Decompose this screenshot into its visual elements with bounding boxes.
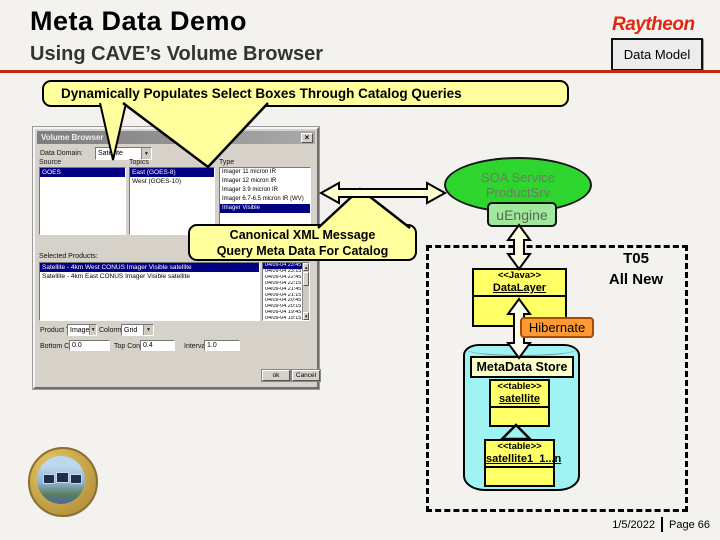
cancel-button[interactable]: Cancel	[292, 370, 320, 381]
list-item[interactable]: 04/09-04 22:45 PST	[265, 274, 302, 280]
data-model-tag: Data Model	[611, 38, 703, 71]
t05-line2: All New	[608, 271, 664, 288]
list-item[interactable]: 04/09-04 20:15 PST	[265, 304, 302, 310]
list-item[interactable]: Satellite - 4km West CONUS Imager Visibl…	[40, 263, 259, 272]
list-item[interactable]: Imager 11 micron IR	[222, 169, 276, 175]
list-item[interactable]: 04/09-04 20:45 PST	[265, 298, 302, 304]
table-stereotype: <<table>>	[497, 381, 542, 392]
satellite-table-box: <<table>> satellite	[489, 379, 550, 427]
header-divider	[0, 70, 720, 73]
selected-products-list[interactable]: Satellite - 4km West CONUS Imager Visibl…	[39, 262, 260, 321]
source-column-label: Source	[39, 159, 62, 166]
product-type-select[interactable]: Image ▼	[67, 324, 97, 336]
double-arrow-horizontal	[318, 181, 448, 205]
type-list[interactable]: Imager 11 micron IR Imager 12 micron IR …	[219, 167, 311, 227]
list-item[interactable]: Imager 6.7-6.5 micron IR (WV)	[222, 196, 304, 202]
interval-label: Interval:	[184, 343, 209, 350]
metadata-store-box: MetaData Store	[470, 356, 574, 378]
list-item[interactable]: Satellite - 4km East CONUS Imager Visibl…	[42, 273, 190, 280]
page-title: Meta Data Demo	[30, 6, 248, 36]
bottom-contour-label: Bottom Contour:	[40, 343, 91, 350]
colormap-select[interactable]: Grid ▼	[121, 324, 154, 336]
list-item[interactable]: 04/09-04 22:15 PST	[265, 280, 302, 286]
chevron-down-icon[interactable]: ▼	[141, 148, 151, 159]
product-type-label: Product Type:	[40, 327, 84, 334]
list-item[interactable]: Imager 12 micron IR	[222, 178, 277, 184]
data-domain-label: Data Domain:	[40, 150, 83, 157]
source-list[interactable]: GOES	[39, 167, 126, 235]
scrollbar[interactable]: ▲ ▼	[302, 263, 309, 320]
table-stereotype: <<table>>	[497, 441, 542, 452]
close-icon[interactable]: ×	[301, 132, 313, 143]
slide-footer: 1/5/2022 Page 66	[560, 517, 710, 532]
scrollbar-thumb[interactable]	[303, 272, 309, 286]
list-item[interactable]: 04/09-04 23:45 PST	[263, 263, 302, 269]
program-seal	[28, 447, 98, 517]
class-compartment	[491, 406, 548, 421]
top-contour-label: Top Contour:	[114, 343, 155, 350]
colormap-value: Grid	[124, 326, 138, 334]
satellite1-table-box: <<table>> satellite1_1...n	[484, 439, 562, 487]
list-item[interactable]: 04/09-04 19:45 PST	[265, 310, 302, 316]
list-item[interactable]: 04/09-04 21:45 PST	[265, 286, 302, 292]
footer-date: 1/5/2022	[612, 518, 656, 531]
uengine-node: uEngine	[487, 202, 557, 227]
raytheon-logo: Raytheon	[612, 14, 695, 35]
canonical-line2: Query Meta Data For Catalog	[216, 243, 389, 258]
topics-column-label: Topics	[129, 159, 149, 166]
list-item[interactable]: 04/09-04 23:15 PST	[265, 268, 302, 274]
topics-list[interactable]: East (GOES-8) West (GOES-10)	[129, 167, 215, 235]
datalayer-name: DataLayer	[492, 282, 547, 294]
interval-field[interactable]	[204, 340, 240, 351]
java-stereotype: <<Java>>	[497, 270, 542, 281]
satellite1-table-name: satellite1_1...n	[486, 453, 562, 465]
soa-service-label: SOA Service	[481, 170, 555, 185]
scroll-down-icon[interactable]: ▼	[303, 312, 309, 320]
list-item[interactable]: 04/09-04 21:15 PST	[265, 292, 302, 298]
footer-divider	[661, 517, 664, 532]
selected-products-label: Selected Products:	[39, 253, 98, 260]
t05-line1: T05	[623, 250, 649, 267]
class-compartment	[474, 295, 565, 324]
footer-page-number: Page 66	[669, 518, 710, 531]
populate-callout: Dynamically Populates Select Boxes Throu…	[42, 80, 569, 107]
list-item[interactable]: 04/09-04 19:15 PST	[265, 316, 302, 321]
t05-label: T05 All New	[592, 248, 680, 290]
times-list[interactable]: 04/09-04 23:45 PST 04/09-04 23:15 PST 04…	[262, 262, 310, 321]
product-srv-label: ProductSrv	[485, 185, 551, 200]
top-contour-field[interactable]	[140, 340, 175, 351]
canonical-line1: Canonical XML Message	[229, 227, 376, 242]
bottom-contour-field[interactable]	[69, 340, 110, 351]
chevron-down-icon[interactable]: ▼	[89, 325, 96, 335]
list-item[interactable]: East (GOES-8)	[130, 168, 214, 177]
type-column-label: Type	[219, 159, 235, 166]
satellite-table-name: satellite	[499, 393, 540, 405]
cylinder-top-arc	[465, 342, 578, 356]
canonical-xml-callout: Canonical XML Message Query Meta Data Fo…	[188, 224, 417, 261]
data-domain-value: Satellite	[98, 150, 123, 157]
callout-tail	[317, 187, 411, 229]
t05-boundary-box	[426, 245, 688, 512]
window-titlebar[interactable]: Volume Browser ×	[37, 131, 315, 144]
list-item[interactable]: GOES	[40, 168, 125, 177]
list-item[interactable]: Imager Visible	[220, 204, 310, 213]
scroll-up-icon[interactable]: ▲	[303, 263, 309, 271]
product-type-value: Image	[70, 326, 90, 334]
soa-service-node: SOA Service ProductSrv	[444, 157, 592, 213]
hibernate-badge: Hibernate	[520, 317, 594, 338]
list-item[interactable]: Imager 3.9 micron IR	[222, 187, 279, 193]
page-subtitle: Using CAVE’s Volume Browser	[30, 43, 324, 65]
colormap-label: Colormap:	[99, 327, 132, 334]
window-title: Volume Browser	[41, 133, 104, 142]
seal-artwork	[37, 456, 85, 504]
ok-button[interactable]: ok	[262, 370, 290, 381]
class-compartment	[486, 466, 553, 481]
chevron-down-icon[interactable]: ▼	[143, 325, 153, 335]
list-item[interactable]: West (GOES-10)	[132, 178, 182, 185]
